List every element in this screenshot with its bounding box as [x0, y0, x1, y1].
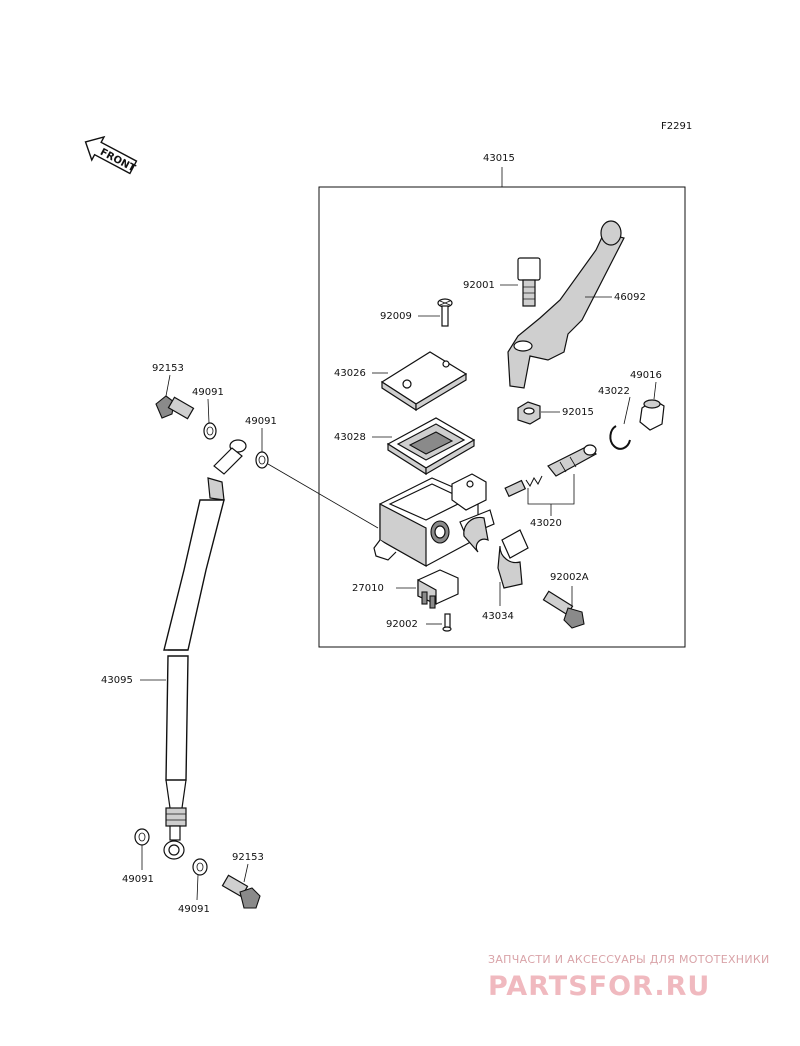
- circlip: [609, 425, 631, 450]
- reservoir-diaphragm: [386, 417, 476, 476]
- label-92001: 92001: [463, 280, 495, 291]
- label-46092: 46092: [614, 292, 646, 303]
- label-92002: 92002: [386, 619, 418, 630]
- pivot-nut: [517, 401, 541, 425]
- clamp-bolt: [542, 590, 585, 629]
- label-49016: 49016: [630, 370, 662, 381]
- brake-lever: [507, 220, 625, 389]
- figure-code: F2291: [661, 121, 692, 132]
- piston-assembly: [504, 444, 597, 498]
- label-92015: 92015: [562, 407, 594, 418]
- label-49091-bottom-a: 49091: [122, 874, 154, 885]
- banjo-bolt-top: [155, 395, 195, 420]
- label-43022: 43022: [598, 386, 630, 397]
- label-43028: 43028: [334, 432, 366, 443]
- front-arrow-icon: FRONT: [84, 135, 138, 175]
- banjo-bolt-bottom: [221, 874, 261, 909]
- label-92153-bottom: 92153: [232, 852, 264, 863]
- label-27010: 27010: [352, 583, 384, 594]
- label-43034: 43034: [482, 611, 514, 622]
- label-92002A: 92002A: [550, 572, 589, 583]
- label-43026: 43026: [334, 368, 366, 379]
- reservoir-cover: [380, 351, 468, 412]
- dust-boot: [639, 399, 665, 431]
- label-49091-top-a: 49091: [192, 387, 224, 398]
- washer-top-a: [203, 422, 217, 440]
- label-43095: 43095: [101, 675, 133, 686]
- watermark-brand: PARTSFOR.RU: [488, 971, 710, 1002]
- brake-light-switch: [417, 569, 459, 609]
- label-43015: 43015: [483, 153, 515, 164]
- switch-screw: [442, 613, 452, 632]
- washer-bottom-b: [192, 858, 208, 876]
- handlebar-clamp: [463, 516, 529, 589]
- label-92009: 92009: [380, 311, 412, 322]
- cover-screw: [437, 298, 453, 327]
- label-49091-top-b: 49091: [245, 416, 277, 427]
- washer-top-b: [255, 451, 269, 469]
- label-49091-bottom-b: 49091: [178, 904, 210, 915]
- brake-hose: [163, 439, 247, 860]
- pivot-bolt: [517, 257, 541, 307]
- label-43020: 43020: [530, 518, 562, 529]
- watermark-tagline: ЗАПЧАСТИ И АКСЕССУАРЫ ДЛЯ МОТОТЕХНИКИ: [488, 953, 770, 966]
- washer-bottom-a: [134, 828, 150, 846]
- label-92153-top: 92153: [152, 363, 184, 374]
